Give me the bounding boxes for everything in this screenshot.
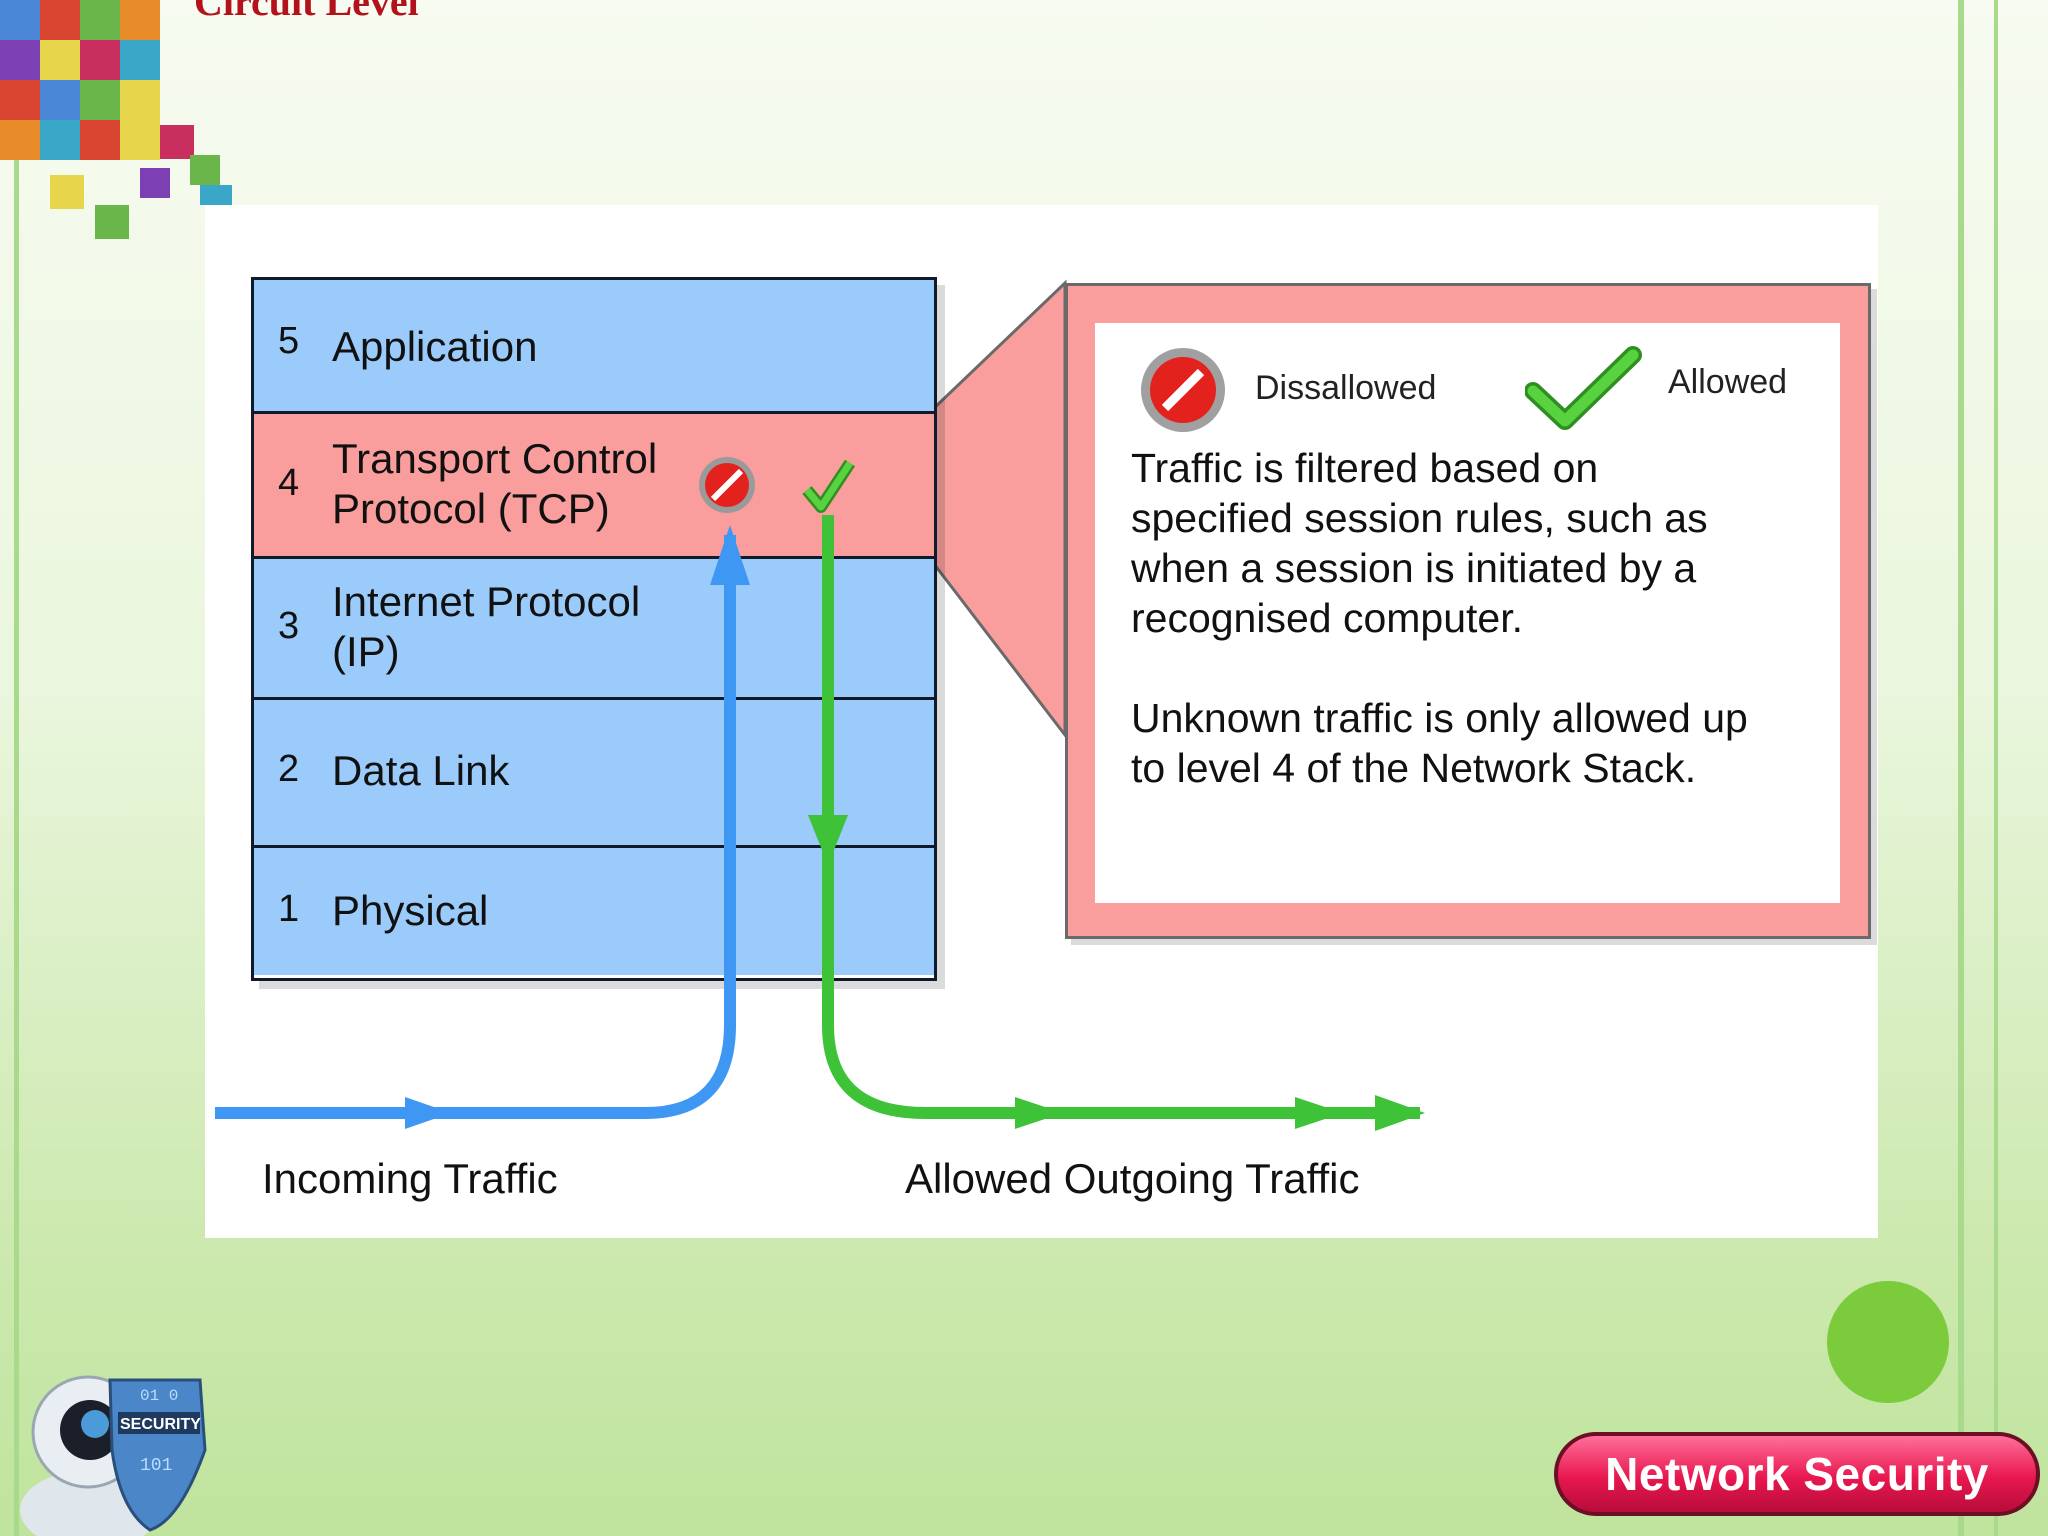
legend-disallowed-label: Dissallowed xyxy=(1255,369,1437,407)
legend-allowed-label: Allowed xyxy=(1668,363,1788,401)
frame-line-right-2 xyxy=(1994,0,1998,1536)
layer-ip: 3 Internet Protocol (IP) xyxy=(254,559,934,700)
layer-number: 2 xyxy=(278,748,300,790)
callout-box: Dissallowed Allowed Traffic is filtered … xyxy=(1065,283,1871,939)
decorative-circle xyxy=(1827,1281,1949,1403)
incoming-traffic-arrow xyxy=(215,535,736,1119)
layer-label: Data Link xyxy=(332,747,510,794)
network-stack: 5 Application 4 Transport Control Protoc… xyxy=(251,277,937,981)
frame-line-left xyxy=(14,0,19,1536)
callout-line: recognised computer. xyxy=(1131,595,1524,641)
callout-paragraph-1: Traffic is filtered based on specified s… xyxy=(1131,443,1841,643)
svg-text:SECURITY: SECURITY xyxy=(120,1416,201,1433)
network-security-badge: Network Security xyxy=(1554,1432,2040,1516)
traffic-arrows xyxy=(215,457,1425,1131)
layer-physical: 1 Physical xyxy=(254,848,934,975)
incoming-arrowhead-1 xyxy=(405,1097,451,1129)
layer-number: 1 xyxy=(278,888,300,930)
outgoing-arrowhead-1 xyxy=(808,815,848,865)
security-robot-illustration: SECURITY 101 01 0 xyxy=(20,1375,207,1536)
layer-label: Application xyxy=(332,323,538,370)
frame-line-right-1 xyxy=(1958,0,1964,1536)
callout-line: Traffic is filtered based on xyxy=(1131,445,1599,491)
incoming-arrowhead-2 xyxy=(710,525,750,585)
outgoing-arrowhead-3 xyxy=(1295,1097,1343,1129)
layer-application: 5 Application xyxy=(254,280,934,414)
no-entry-icon xyxy=(699,457,755,513)
no-entry-icon xyxy=(1141,348,1225,432)
callout-line: specified session rules, such as xyxy=(1131,495,1708,541)
layer-label-line2: Protocol (TCP) xyxy=(332,485,610,532)
outgoing-traffic-arrow xyxy=(822,515,1420,1119)
slide-title: Circuit Level xyxy=(194,0,419,24)
layer-label: Transport Control xyxy=(332,435,658,482)
layer-label: Internet Protocol xyxy=(332,578,641,625)
layer-label: Physical xyxy=(332,887,489,934)
callout-paragraph-2: Unknown traffic is only allowed up to le… xyxy=(1131,693,1841,793)
layer-label-line2: (IP) xyxy=(332,628,400,675)
layer-number: 4 xyxy=(278,462,300,504)
outgoing-arrowhead-4 xyxy=(1375,1095,1425,1131)
callout-line: when a session is initiated by a xyxy=(1131,545,1697,591)
svg-text:01 0: 01 0 xyxy=(140,1387,178,1405)
callout-line: to level 4 of the Network Stack. xyxy=(1131,745,1697,791)
outgoing-arrowhead-2 xyxy=(1015,1097,1063,1129)
callout-content: Dissallowed Allowed Traffic is filtered … xyxy=(1095,323,1840,903)
svg-text:101: 101 xyxy=(140,1456,172,1476)
layer-number: 3 xyxy=(278,605,300,647)
cubes-decoration xyxy=(0,0,232,239)
callout-line: Unknown traffic is only allowed up xyxy=(1131,695,1748,741)
checkmark-icon xyxy=(1525,346,1642,430)
layer-tcp: 4 Transport Control Protocol (TCP) xyxy=(254,414,934,559)
layer-number: 5 xyxy=(278,320,300,362)
incoming-traffic-label: Incoming Traffic xyxy=(262,1155,558,1202)
outgoing-traffic-label: Allowed Outgoing Traffic xyxy=(905,1155,1360,1202)
diagram-panel: 5 Application 4 Transport Control Protoc… xyxy=(205,205,1878,1238)
